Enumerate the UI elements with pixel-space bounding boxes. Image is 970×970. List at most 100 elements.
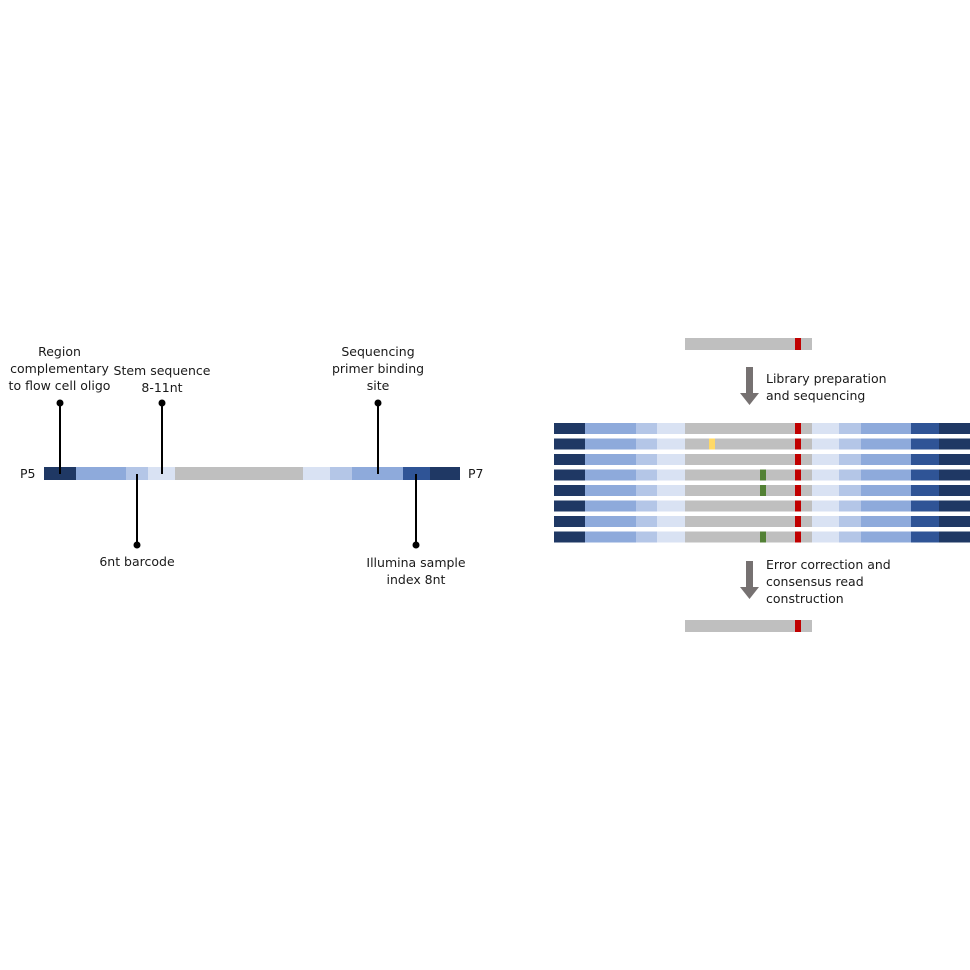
read-segment <box>839 531 861 543</box>
stem-callout-dot <box>158 399 166 407</box>
sequencing-primer-label: Sequencing primer binding site <box>331 344 425 393</box>
read-segment <box>911 423 939 434</box>
read-segment <box>657 438 685 450</box>
read-error-mark <box>760 531 766 543</box>
read-segment <box>636 469 657 481</box>
read-segment <box>585 531 636 543</box>
read-segment <box>801 438 812 450</box>
read-segment <box>657 423 685 434</box>
flowcell-region-label: Region complementary to flow cell oligo <box>8 344 111 393</box>
read-segment <box>839 485 861 496</box>
read-segment <box>861 485 911 496</box>
read-umi-mark <box>795 469 801 481</box>
input-read <box>685 338 812 350</box>
read-segment <box>861 423 911 434</box>
read-segment <box>685 454 795 465</box>
read-segment <box>801 516 812 527</box>
library-prep-arrow <box>740 367 759 405</box>
read-segment <box>839 469 861 481</box>
read-segment <box>801 423 812 434</box>
read-segment <box>636 516 657 527</box>
read-segment <box>636 423 657 434</box>
index-callout-dot <box>412 541 420 549</box>
read-segment <box>685 500 795 512</box>
error-correction-arrow <box>740 561 759 599</box>
barcode-label: 6nt barcode <box>99 554 175 569</box>
read-segment <box>657 469 685 481</box>
library-prep-arrow-shaft <box>746 367 753 394</box>
read-segment <box>812 485 839 496</box>
read-segment <box>554 423 585 434</box>
consensus-read-tail <box>801 620 812 632</box>
construct-bar <box>44 467 460 480</box>
flowcell-region-segment <box>76 467 126 480</box>
read-segment <box>812 516 839 527</box>
insert-segment <box>175 467 303 480</box>
p7-label: P7 <box>468 466 484 481</box>
read-segment <box>939 516 970 527</box>
read-row <box>554 531 970 543</box>
illumina-index-label: Illumina sample index 8nt <box>366 555 466 587</box>
read-segment <box>636 438 657 450</box>
consensus-read-gray <box>685 620 795 632</box>
read-segment <box>939 469 970 481</box>
read-segment <box>685 469 795 481</box>
read-segment <box>585 485 636 496</box>
read-segment <box>657 500 685 512</box>
read-segment <box>801 500 812 512</box>
read-row <box>554 469 970 481</box>
read-segment <box>554 516 585 527</box>
error-correction-arrow-shaft <box>746 561 753 588</box>
read-segment <box>801 454 812 465</box>
read-umi-mark <box>795 500 801 512</box>
read-segment <box>839 516 861 527</box>
read-segment <box>939 531 970 543</box>
read-segment <box>585 438 636 450</box>
error-correction-arrow-head <box>740 587 759 599</box>
read-segment <box>585 516 636 527</box>
read-segment <box>911 531 939 543</box>
read-row <box>554 454 970 465</box>
read-error-mark <box>760 469 766 481</box>
p5-label: P5 <box>20 466 36 481</box>
index-segment <box>403 467 430 480</box>
input-read-gray <box>685 338 795 350</box>
read-row <box>554 516 970 527</box>
read-segment <box>839 454 861 465</box>
stem-sequence-label: Stem sequence 8-11nt <box>113 363 211 395</box>
consensus-read-red-mark <box>795 620 801 632</box>
read-segment <box>812 500 839 512</box>
input-read-tail <box>801 338 812 350</box>
primer-callout-dot <box>374 399 382 407</box>
callouts <box>56 399 420 549</box>
read-segment <box>685 438 795 450</box>
light-segment-right <box>330 467 352 480</box>
read-segment <box>801 485 812 496</box>
read-segment <box>636 485 657 496</box>
read-segment <box>554 438 585 450</box>
read-segment <box>911 438 939 450</box>
read-row <box>554 423 970 434</box>
read-row <box>554 438 970 450</box>
read-segment <box>812 423 839 434</box>
consensus-read <box>685 620 812 632</box>
read-segment <box>636 531 657 543</box>
read-segment <box>685 516 795 527</box>
read-segment <box>585 454 636 465</box>
read-segment <box>554 531 585 543</box>
read-segment <box>554 485 585 496</box>
read-segment <box>939 438 970 450</box>
input-read-red-mark <box>795 338 801 350</box>
read-segment <box>911 454 939 465</box>
read-umi-mark <box>795 454 801 465</box>
read-segment <box>939 485 970 496</box>
sequencing-reads <box>554 423 970 543</box>
read-umi-mark <box>795 423 801 434</box>
read-segment <box>812 454 839 465</box>
read-segment <box>685 531 795 543</box>
read-segment <box>939 454 970 465</box>
read-row <box>554 485 970 496</box>
read-row <box>554 500 970 512</box>
read-segment <box>861 454 911 465</box>
read-segment <box>657 454 685 465</box>
